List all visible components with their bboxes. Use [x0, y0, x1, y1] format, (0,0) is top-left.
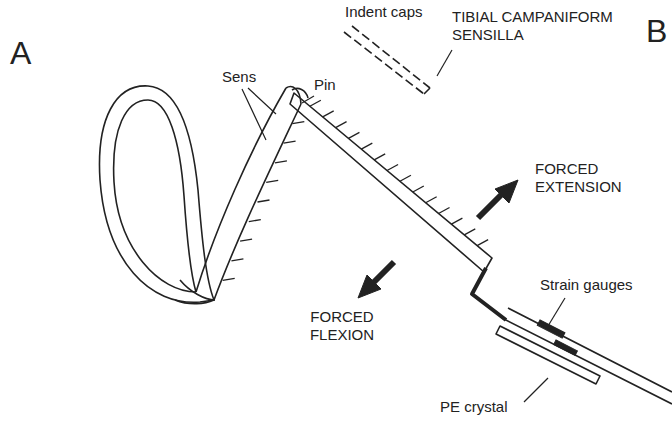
- panel-letter: A: [10, 34, 31, 72]
- leg-spine: [413, 186, 424, 192]
- tibial-joint: [292, 88, 308, 98]
- trochanter-outline: [114, 100, 196, 292]
- leg-spine: [477, 240, 488, 246]
- part-label: Sens: [222, 68, 256, 86]
- force-label: FORCED FLEXION: [300, 308, 384, 344]
- flexion-arrow: [372, 262, 394, 284]
- leg-spine: [240, 239, 252, 241]
- indent-cap-probe: [344, 26, 430, 94]
- leg-spine: [258, 200, 270, 202]
- connecting-wire: [472, 268, 506, 320]
- leg-spine: [348, 132, 359, 138]
- femur-outline: [196, 88, 301, 300]
- strain-gauge: [537, 320, 565, 338]
- transducer-beam: [502, 308, 672, 404]
- leg-spine: [323, 111, 334, 117]
- flexion-arrowhead: [358, 275, 381, 298]
- leg-spine: [361, 143, 372, 149]
- leader-line: [524, 378, 548, 402]
- leader-line: [302, 96, 314, 103]
- leg-spine: [374, 154, 385, 160]
- leg-spine: [231, 259, 243, 261]
- coxa-outline: [99, 86, 214, 302]
- extension-arrowhead: [495, 180, 518, 203]
- panel-letter: B: [646, 12, 667, 50]
- leg-spine: [310, 100, 321, 106]
- leg-spine: [292, 122, 304, 124]
- spine-group: [223, 100, 488, 280]
- pe-crystal: [496, 326, 600, 384]
- leg-spine: [400, 175, 411, 181]
- leg-spine: [439, 207, 450, 213]
- part-label: TIBIAL CAMPANIFORM SENSILLA: [452, 8, 637, 44]
- leg-spine: [223, 278, 235, 280]
- part-label: Strain gauges: [540, 276, 633, 294]
- leg-spine: [284, 141, 296, 143]
- leg-spine: [266, 180, 278, 182]
- leg-spine: [249, 220, 261, 222]
- part-label: Pin: [314, 76, 336, 94]
- leader-line: [548, 298, 565, 326]
- extension-arrow: [478, 194, 502, 218]
- force-label: FORCED EXTENSION: [535, 160, 647, 196]
- leader-line: [242, 88, 276, 140]
- tibia-outline: [290, 93, 492, 272]
- part-label: Indent caps: [345, 3, 423, 21]
- strain-gauge: [554, 340, 578, 355]
- leg-spine: [451, 218, 462, 224]
- leg-spine: [426, 197, 437, 203]
- leg-spine: [464, 229, 475, 235]
- trochanter-joint: [175, 280, 215, 304]
- leader-line: [437, 50, 452, 76]
- leg-spine: [275, 161, 287, 163]
- indent-cap-tip: [424, 88, 430, 94]
- leg-spine: [387, 165, 398, 171]
- part-label: PE crystal: [440, 398, 508, 416]
- leg-spine: [336, 122, 347, 128]
